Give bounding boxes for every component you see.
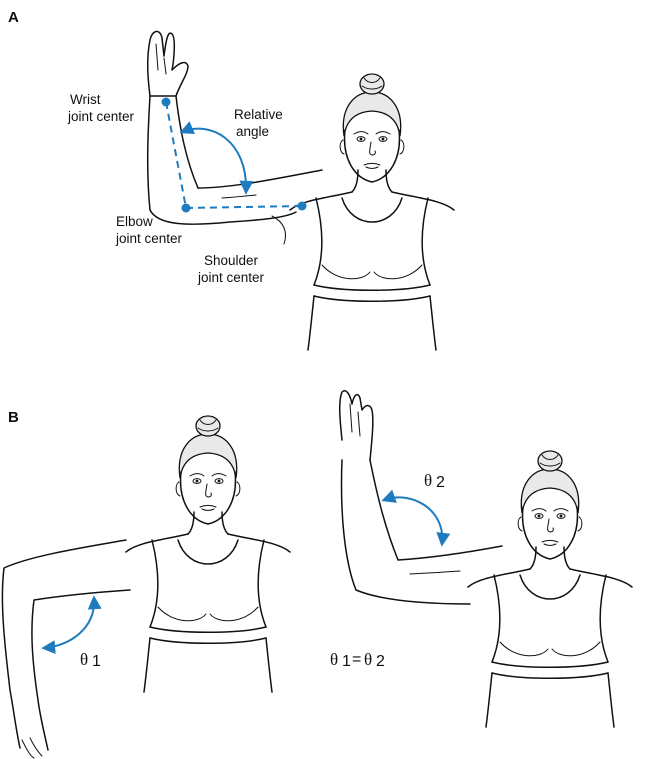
theta1-subscript: 1	[92, 653, 101, 670]
forearm-segment-line	[166, 102, 186, 208]
upper-arm-segment-line	[186, 206, 302, 208]
equation-subscript-a: 1	[342, 653, 351, 670]
shoulder-joint-marker	[298, 202, 307, 211]
shoulder-label-line2: joint center	[197, 270, 265, 285]
equation: θ 1 = θ 2	[330, 650, 385, 670]
panel-b-label: B	[8, 409, 19, 426]
relative-angle-label-line1: Relative	[234, 107, 283, 122]
elbow-joint-marker	[182, 204, 191, 213]
equation-equals: =	[352, 651, 361, 668]
theta1-symbol: θ	[80, 650, 88, 669]
elbow-label-line1: Elbow	[116, 214, 153, 229]
theta2-symbol: θ	[424, 471, 432, 490]
panel-b-left-figure	[2, 416, 290, 758]
relative-angle-label-line2: angle	[236, 124, 269, 139]
panel-a-label: A	[8, 9, 19, 26]
panel-b-theta1-group: θ 1	[44, 598, 101, 670]
wrist-label-line1: Wrist	[70, 92, 101, 107]
theta1-arrow	[44, 598, 94, 648]
theta2-arrow	[384, 497, 442, 544]
equation-subscript-b: 2	[376, 653, 385, 670]
panel-a-figure	[148, 31, 454, 350]
panel-b-theta2-group: θ 2	[384, 471, 445, 544]
equation-theta-b: θ	[364, 650, 372, 669]
panel-a-annotations: Wrist joint center Relative angle Elbow …	[67, 92, 283, 285]
wrist-label-line2: joint center	[67, 109, 135, 124]
wrist-joint-marker	[162, 98, 171, 107]
elbow-label-line2: joint center	[115, 231, 183, 246]
panel-b-right-figure	[340, 391, 632, 727]
equation-theta-a: θ	[330, 650, 338, 669]
shoulder-label-line1: Shoulder	[204, 253, 259, 268]
theta2-subscript: 2	[436, 474, 445, 491]
